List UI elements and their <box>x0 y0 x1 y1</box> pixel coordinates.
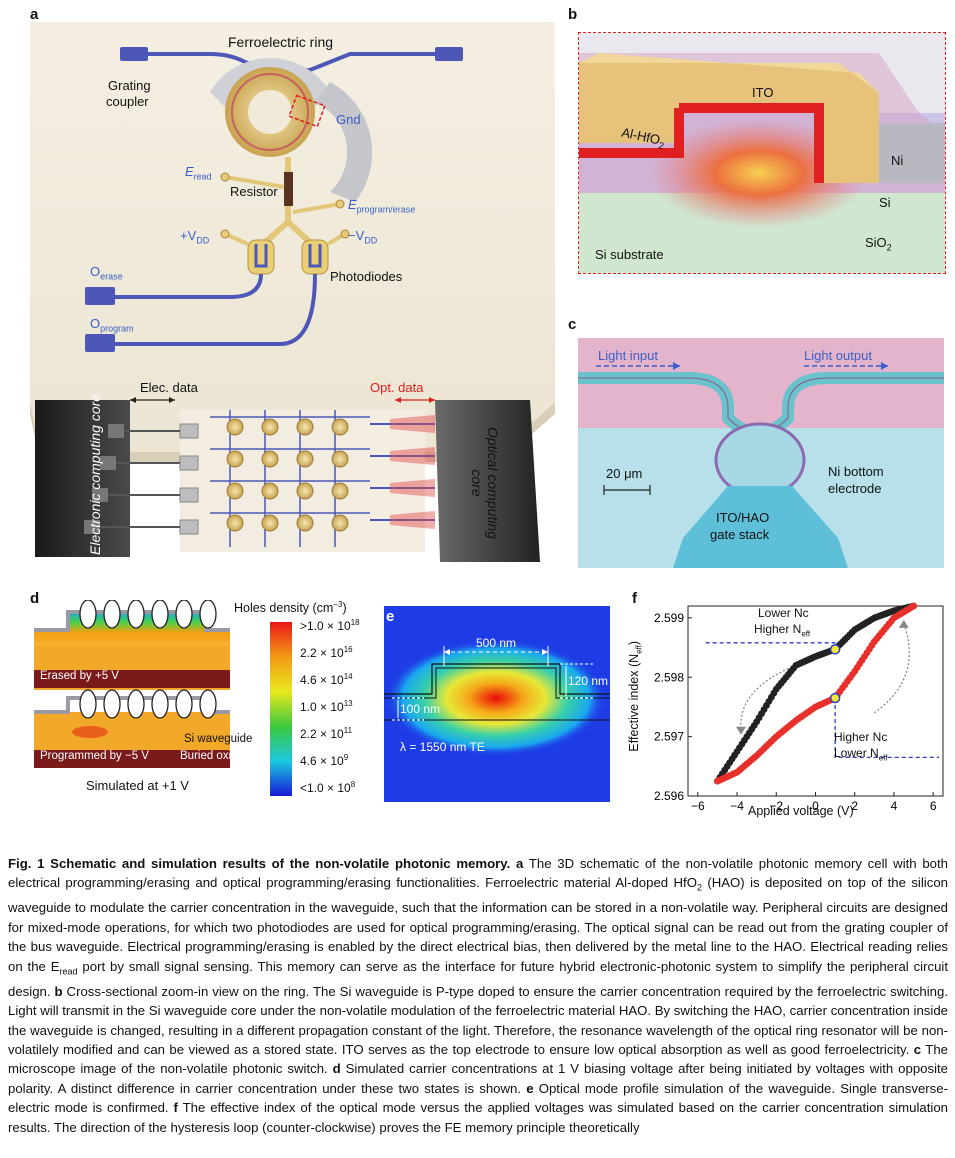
panel-label-e: e <box>386 608 394 625</box>
x-tick-label: −6 <box>691 799 705 813</box>
label-120nm: 120 nm <box>568 674 608 688</box>
arrow-head-left <box>736 727 746 735</box>
caption-title: Fig. 1 Schematic and simulation results … <box>8 856 510 871</box>
label-o-program: Oprogram <box>90 316 134 334</box>
state-marker <box>831 645 840 654</box>
panel-b-cross-section: ITO Al-HfO2 Ni Si SiO2 Si substrate <box>578 32 946 274</box>
label-si-waveguide: Si waveguide <box>184 733 252 745</box>
panel-d-simulation: Holes density (cm−3) >1.0 × 1018 2.2 × 10… <box>30 600 380 800</box>
series-red-point <box>910 603 917 610</box>
annot-lower-neff: Lower Neff <box>834 746 887 762</box>
colorbar-tick-label: 4.6 × 109 <box>300 753 348 768</box>
colorbar-tick-label: 1.0 × 1013 <box>300 699 353 714</box>
label-e-read: Eread <box>185 164 212 182</box>
panel-c-micrograph: Light input Light output 20 μm Ni bottom… <box>578 338 944 568</box>
figure-caption: Fig. 1 Schematic and simulation results … <box>8 854 948 1137</box>
label-gate-stack: gate stack <box>710 527 769 542</box>
label-scale-bar: 20 μm <box>606 466 642 481</box>
label-gnd: Gnd <box>336 112 361 127</box>
caption-b-text: Cross-sectional zoom-in view on the ring… <box>8 984 948 1057</box>
panel-a-schematic: Ferroelectric ring Grating coupler Gnd E… <box>30 22 555 582</box>
x-tick-label: −4 <box>730 799 744 813</box>
label-500nm: 500 nm <box>476 636 516 650</box>
label-mode: λ = 1550 nm TE <box>400 740 485 754</box>
panel-e-mode-profile: e 500 nm 120 nm 100 nm λ = 1550 nm TE <box>384 606 610 802</box>
y-tick-label: 2.597 <box>654 730 684 744</box>
label-opt-data: Opt. data <box>370 380 423 395</box>
label-e-program: Eprogram/erase <box>348 197 415 215</box>
caption-e-label: e <box>526 1081 533 1096</box>
x-tick-label: 6 <box>930 799 937 813</box>
annot-lower-nc: Lower Nc <box>758 606 809 620</box>
label-grating: Grating <box>108 78 151 93</box>
label-si-substrate: Si substrate <box>595 247 664 262</box>
annot-line-top <box>706 643 835 650</box>
caption-b-label: b <box>55 984 63 999</box>
label-si: Si <box>879 195 891 210</box>
label-photodiodes: Photodiodes <box>330 269 402 284</box>
label-electrode: electrode <box>828 481 881 496</box>
colorbar-tick-label: 2.2 × 1016 <box>300 645 353 660</box>
panel-label-a: a <box>30 6 38 23</box>
label-o-erase: Oerase <box>90 264 123 282</box>
label-light-input: Light input <box>598 348 658 363</box>
panel-label-b: b <box>568 6 577 23</box>
colorbar-tick-label: >1.0 × 1018 <box>300 618 360 633</box>
y-tick-label: 2.596 <box>654 789 684 803</box>
label-programmed: Programmed by −5 V <box>40 750 149 762</box>
label-vdd-neg: −VDD <box>348 228 377 246</box>
annot-higher-nc: Higher Nc <box>834 730 887 744</box>
y-tick-label: 2.598 <box>654 670 684 684</box>
label-ito: ITO <box>752 85 773 100</box>
label-ni-bottom: Ni bottom <box>828 464 884 479</box>
caption-d-label: d <box>333 1061 341 1076</box>
label-resistor: Resistor <box>230 184 278 199</box>
colorbar-tick-label: 2.2 × 1011 <box>300 726 352 741</box>
label-simulated: Simulated at +1 V <box>86 778 189 793</box>
label-ferroelectric-ring: Ferroelectric ring <box>228 34 333 50</box>
label-light-output: Light output <box>804 348 872 363</box>
label-elec-data: Elec. data <box>140 380 198 395</box>
colorbar-tick-label: <1.0 × 108 <box>300 780 355 795</box>
label-optical-core: Optical computing core <box>469 418 501 548</box>
label-electronic-core: Electronic computing core <box>87 405 103 555</box>
label-vdd-pos: +VDD <box>180 228 209 246</box>
colorbar-tick-label: 4.6 × 1014 <box>300 672 353 687</box>
label-buried-oxide: Buried oxide <box>180 750 244 762</box>
label-sio2: SiO2 <box>865 235 892 253</box>
colorbar-title: Holes density (cm−3) <box>234 600 347 615</box>
x-tick-label: 4 <box>891 799 898 813</box>
label-ito-hao: ITO/HAO <box>716 510 769 525</box>
label-coupler: coupler <box>106 94 149 109</box>
label-100nm: 100 nm <box>400 702 440 716</box>
panel-label-c: c <box>568 316 576 333</box>
label-ni: Ni <box>891 153 903 168</box>
chart-ylabel: Effective index (Neff) <box>627 641 644 752</box>
annot-higher-neff: Higher Neff <box>754 622 810 638</box>
label-erased: Erased by +5 V <box>40 670 119 682</box>
caption-c-label: c <box>914 1042 921 1057</box>
caption-a-sub2: read <box>60 966 78 976</box>
y-tick-label: 2.599 <box>654 611 684 625</box>
state-marker <box>831 694 840 703</box>
chart-xlabel: Applied voltage (V) <box>748 804 854 818</box>
arrow-head-right <box>899 620 909 628</box>
